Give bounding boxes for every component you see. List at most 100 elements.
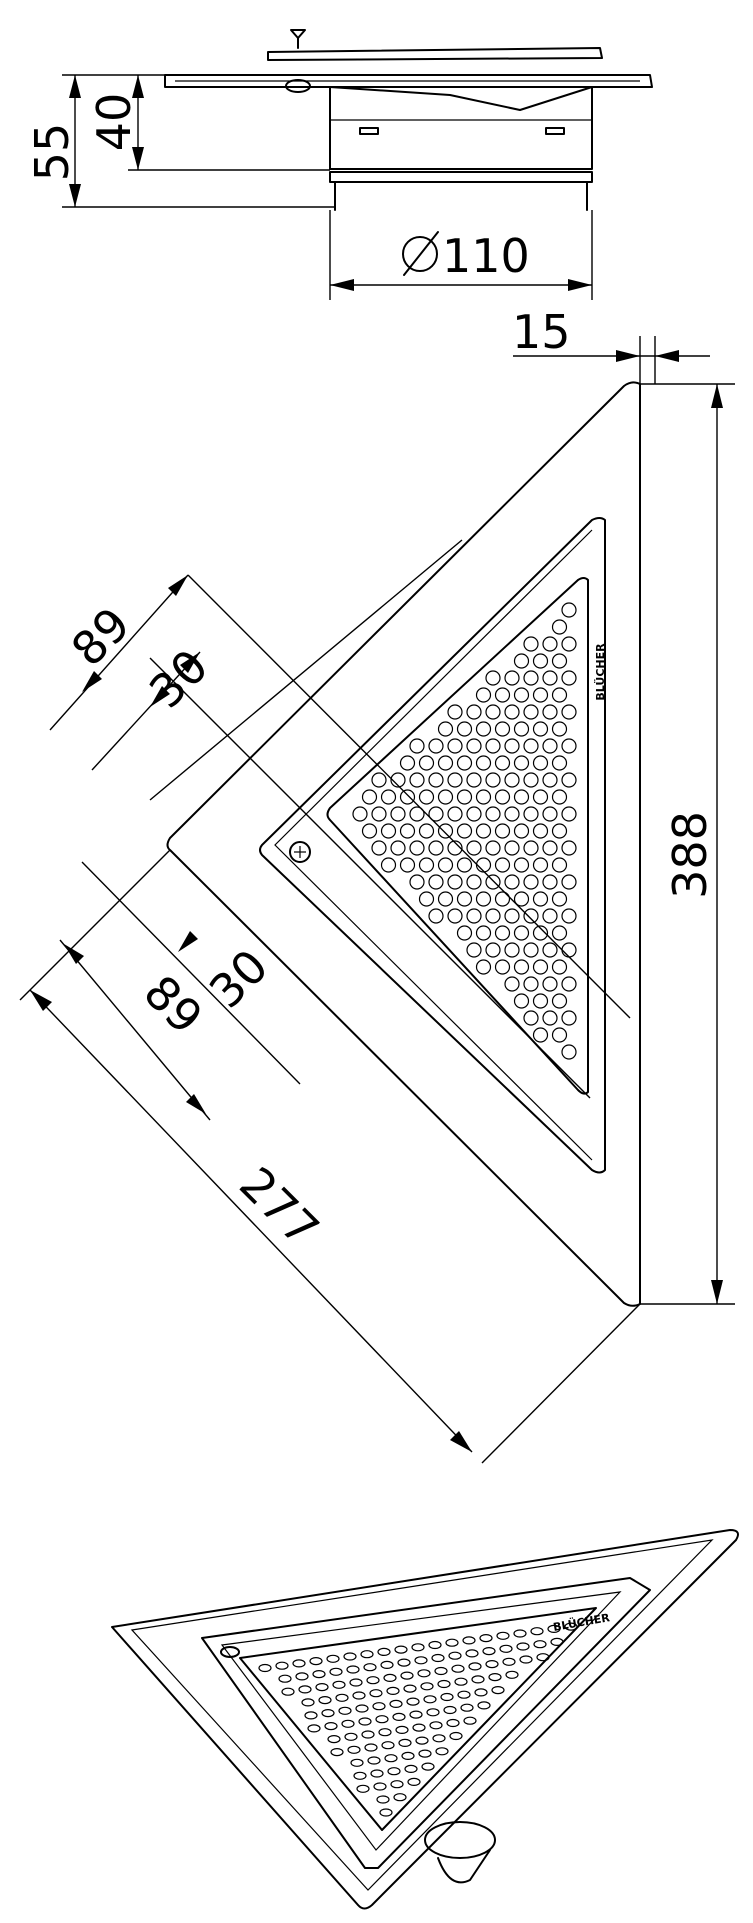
- grate-hole: [466, 874, 482, 890]
- grate-hole-iso: [426, 1708, 440, 1717]
- grate-hole: [494, 789, 511, 805]
- grate-hole-iso: [338, 1706, 352, 1715]
- grate-hole-iso: [330, 1747, 344, 1757]
- dim-89-upper: 89: [61, 597, 141, 677]
- grate-hole: [532, 721, 549, 737]
- grate-hole-iso: [499, 1644, 513, 1653]
- grate-hole-iso: [536, 1653, 550, 1662]
- grate-hole-iso: [373, 1782, 387, 1791]
- grate-hole: [504, 704, 520, 720]
- grate-hole: [456, 891, 473, 907]
- grate-hole: [494, 687, 511, 703]
- grate-hole-iso: [332, 1680, 346, 1689]
- grate-hole-iso: [398, 1738, 412, 1748]
- grate-hole: [504, 840, 520, 856]
- grate-hole-iso: [401, 1751, 415, 1761]
- grate-hole: [532, 891, 549, 907]
- grate-hole-iso: [519, 1655, 533, 1664]
- grate-hole-iso: [315, 1682, 329, 1692]
- grate-hole: [532, 653, 549, 669]
- grate-hole-iso: [404, 1764, 418, 1774]
- grate-hole-iso: [364, 1743, 378, 1752]
- grate-hole-iso: [281, 1687, 295, 1696]
- grate-hole: [523, 636, 539, 652]
- grate-hole: [561, 738, 577, 754]
- grate-hole-iso: [471, 1675, 485, 1684]
- grate-hole: [485, 670, 501, 686]
- grate-hole-iso: [412, 1723, 426, 1732]
- grate-hole-iso: [488, 1672, 502, 1682]
- grate-hole: [513, 891, 530, 907]
- grate-hole-iso: [360, 1650, 374, 1659]
- grate-hole: [551, 721, 568, 737]
- grate-hole-iso: [318, 1695, 332, 1705]
- grate-hole: [513, 959, 530, 975]
- dim-277: 277: [229, 1157, 329, 1257]
- grate-hole: [523, 874, 539, 890]
- grate-hole-iso: [421, 1762, 435, 1771]
- grate-hole-iso: [324, 1721, 338, 1731]
- grate-hole: [399, 755, 416, 771]
- grate-hole-iso: [417, 1669, 431, 1678]
- grate-hole-iso: [462, 1636, 476, 1645]
- grate-hole: [409, 874, 425, 890]
- grate-hole: [418, 857, 435, 873]
- grate-hole-iso: [474, 1688, 488, 1697]
- grate-hole: [390, 772, 406, 788]
- grate-hole: [513, 687, 530, 703]
- grate-hole: [428, 840, 444, 856]
- grate-hole: [418, 891, 435, 907]
- grate-hole: [371, 840, 387, 856]
- grate-hole: [504, 874, 520, 890]
- grate-hole-iso: [326, 1654, 340, 1663]
- grate-hole-iso: [460, 1703, 474, 1712]
- grate-hole-iso: [435, 1747, 449, 1756]
- grate-hole: [475, 925, 492, 941]
- grate-hole: [475, 857, 492, 873]
- grate-hole: [561, 874, 577, 890]
- grate-hole-iso: [406, 1697, 420, 1706]
- grate-hole: [513, 721, 530, 737]
- grate-hole: [418, 789, 435, 805]
- grate-hole-iso: [432, 1734, 446, 1743]
- grate-hole-iso: [390, 1780, 404, 1789]
- grate-hole-iso: [533, 1640, 547, 1649]
- grate-hole: [542, 942, 558, 958]
- grate-hole-iso: [393, 1793, 407, 1802]
- grate-hole-iso: [387, 1767, 401, 1776]
- grate-hole: [542, 772, 558, 788]
- grate-hole-iso: [485, 1659, 499, 1669]
- grate-hole: [551, 959, 568, 975]
- dim-388: 388: [663, 811, 717, 899]
- grate-hole: [390, 840, 406, 856]
- grate-hole: [418, 823, 435, 839]
- grate-hole: [561, 976, 577, 992]
- grate-hole-iso: [434, 1666, 448, 1676]
- grate-hole: [390, 806, 406, 822]
- grate-hole-iso: [329, 1667, 343, 1676]
- dim-110: 110: [442, 229, 530, 283]
- grate-hole-iso: [420, 1682, 434, 1691]
- grate-hole-iso: [465, 1649, 479, 1658]
- grate-hole: [532, 823, 549, 839]
- grate-hole-iso: [383, 1673, 397, 1683]
- grate-hole: [466, 908, 482, 924]
- grate-hole-iso: [278, 1674, 292, 1683]
- grate-hole-iso: [275, 1661, 289, 1670]
- grate-hole: [523, 670, 539, 686]
- grate-hole: [494, 959, 511, 975]
- grate-hole: [494, 891, 511, 907]
- grate-hole-iso: [327, 1734, 341, 1744]
- grate-hole-iso: [516, 1642, 530, 1651]
- grate-hole: [352, 806, 368, 822]
- grate-hole-iso: [564, 1622, 578, 1631]
- grate-hole: [380, 857, 397, 873]
- grate-hole-iso: [397, 1658, 411, 1667]
- top-view: BLÜCHER 15 388 277 89 30: [19, 305, 735, 1464]
- grate-hole: [561, 908, 577, 924]
- grate-hole: [504, 806, 520, 822]
- grate-hole: [409, 806, 425, 822]
- grate-hole: [361, 789, 378, 805]
- grate-hole: [447, 738, 463, 754]
- dim-40: 40: [87, 93, 141, 152]
